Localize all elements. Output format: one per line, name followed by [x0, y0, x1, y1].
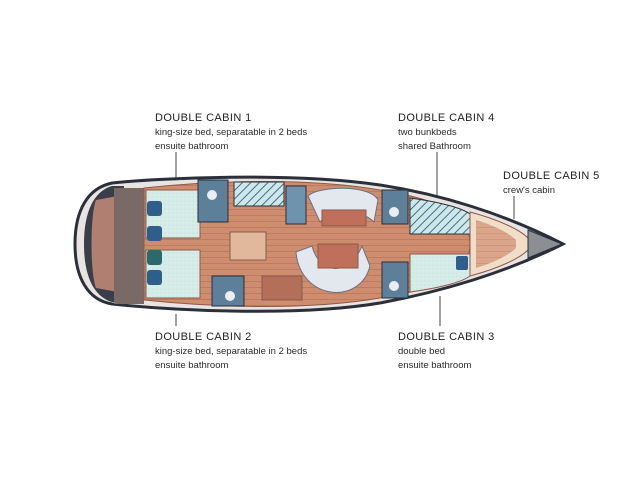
- cabin-1-desc-2: ensuite bathroom: [155, 141, 229, 152]
- cabin-4-desc-1: two bunkbeds: [398, 127, 457, 138]
- stern-platform: [91, 196, 118, 292]
- nav-station: [261, 275, 303, 301]
- aft-cockpit-block: [114, 188, 144, 304]
- cabin-2-desc-2: ensuite bathroom: [155, 360, 229, 371]
- cabin-3-desc-1: double bed: [398, 346, 446, 357]
- cabin-3-desc-2: ensuite bathroom: [398, 360, 472, 371]
- saloon-table: [321, 209, 367, 227]
- forward-head-top-sink: [389, 207, 399, 217]
- cabin-5-title: DOUBLE CABIN 5: [503, 170, 600, 182]
- cabin-1-title: DOUBLE CABIN 1: [155, 112, 252, 124]
- cabin-3-title: DOUBLE CABIN 3: [398, 331, 495, 343]
- cabin-3-pillow: [456, 256, 468, 270]
- cabin-1-label: DOUBLE CABIN 1 king-size bed, separatabl…: [155, 111, 307, 154]
- cabin-3-label: DOUBLE CABIN 3 double bed ensuite bathro…: [398, 330, 495, 373]
- cabin-4-label: DOUBLE CABIN 4 two bunkbeds shared Bathr…: [398, 111, 495, 154]
- galley-counter: [233, 181, 285, 207]
- cabin-1-pillow-b: [147, 226, 162, 241]
- cabin-4-desc-2: shared Bathroom: [398, 141, 471, 152]
- aft-head-bottom: [211, 275, 245, 307]
- cabin-1-desc-1: king-size bed, separatable in 2 beds: [155, 127, 308, 138]
- cabin-1-pillow-a: [147, 201, 162, 216]
- forward-head-bottom-sink: [389, 281, 399, 291]
- aft-head-bottom-sink: [225, 291, 235, 301]
- aft-head-top-sink: [207, 190, 217, 200]
- cabin-5-desc-1: crew's cabin: [503, 185, 555, 196]
- companionway-steps: [229, 231, 267, 261]
- cabin-2-label: DOUBLE CABIN 2 king-size bed, separatabl…: [155, 330, 307, 373]
- cabin-2-pillow-a: [147, 250, 162, 265]
- bow-tip: [527, 229, 564, 259]
- cabin-5-label: DOUBLE CABIN 5 crew's cabin: [503, 169, 600, 198]
- saloon-table-bottom: [317, 243, 359, 269]
- cabin-2-title: DOUBLE CABIN 2: [155, 331, 252, 343]
- forward-head-top: [381, 189, 409, 225]
- galley-sink: [285, 185, 307, 225]
- cabin-4-title: DOUBLE CABIN 4: [398, 112, 495, 124]
- aft-head-top: [197, 179, 229, 223]
- cabin-2-desc-1: king-size bed, separatable in 2 beds: [155, 346, 308, 357]
- forward-head-bottom: [381, 261, 409, 299]
- cabin-5-bunk: [476, 220, 516, 268]
- cabin-2-pillow-b: [147, 270, 162, 285]
